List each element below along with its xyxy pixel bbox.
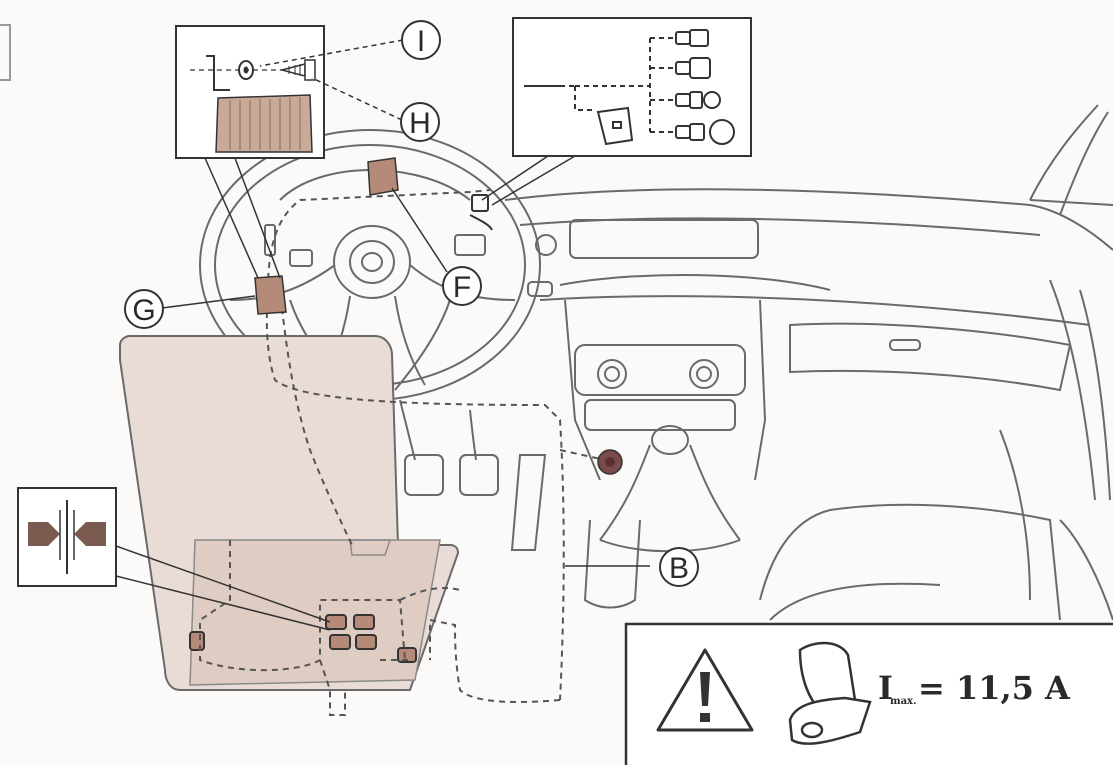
callout-b: B (659, 547, 699, 587)
connector-leader-lines (481, 155, 576, 206)
corner-fragment (0, 24, 11, 81)
inset-leader-lines (204, 157, 281, 279)
svg-text:H: H (409, 107, 431, 140)
clip-leader-lines (115, 545, 331, 631)
fuse-holder-icon (596, 106, 634, 146)
pedals (399, 399, 547, 551)
inset-connectors (512, 17, 752, 157)
wiring-harness (199, 189, 606, 716)
svg-text:I: I (417, 25, 425, 58)
power-socket (597, 449, 623, 475)
inset-pinch-clip (17, 487, 117, 587)
svg-text:G: G (132, 294, 155, 327)
callout-g: G (124, 289, 164, 329)
inset-bracket (175, 25, 325, 159)
callout-i: I (401, 20, 441, 60)
warning-box: I max. = 11,5 A (624, 622, 1113, 765)
wheel-connector (469, 194, 493, 231)
callout-leaders (161, 39, 650, 567)
seat-icon (788, 641, 872, 745)
component-f (367, 157, 399, 196)
washer-icon (238, 60, 254, 80)
fuse-box-connectors (189, 614, 417, 663)
pinch-clip-icon (28, 500, 106, 574)
dashboard-outline (504, 104, 1113, 621)
current-value: = 11,5 A (918, 669, 1071, 707)
component-g (254, 275, 287, 315)
current-subscript: max. (890, 696, 917, 707)
screw-icon (279, 59, 316, 81)
connector-icon (675, 29, 735, 145)
warning-triangle-icon (656, 648, 754, 732)
callout-f: F (442, 266, 482, 306)
footwell-panel (119, 335, 460, 691)
svg-text:F: F (453, 271, 471, 304)
current-symbol: I (878, 669, 893, 707)
svg-text:B: B (669, 552, 689, 585)
callout-h: H (400, 102, 440, 142)
